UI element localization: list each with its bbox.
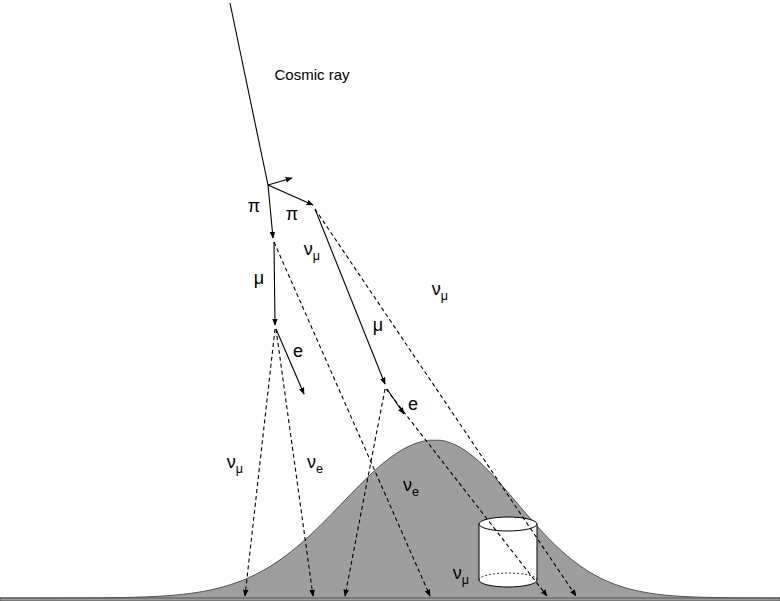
particle-label: e — [293, 342, 303, 362]
symbol: ν — [304, 239, 313, 259]
subscript: μ — [462, 573, 469, 587]
particle-label: π — [248, 197, 260, 217]
subscript: μ — [236, 462, 243, 476]
subscript: μ — [441, 289, 448, 303]
particle-label: e — [408, 395, 418, 415]
neutrino-track — [274, 242, 430, 596]
pion-track — [268, 185, 313, 205]
particle-label: μ — [254, 269, 264, 289]
fragment-track — [268, 178, 292, 185]
subscript: e — [316, 462, 323, 476]
ground-line — [0, 598, 780, 599]
detector-cylinder — [479, 517, 537, 587]
particle-label: π — [286, 205, 298, 225]
symbol: ν — [432, 279, 441, 299]
symbol: ν — [403, 475, 412, 495]
particle-label: νμ — [453, 564, 469, 587]
symbol: ν — [307, 452, 316, 472]
electron-track — [276, 329, 304, 394]
particle-label: νμ — [432, 280, 448, 303]
particle-label: νμ — [227, 453, 243, 476]
particle-label: νμ — [304, 240, 320, 263]
neutrino-track — [245, 329, 275, 596]
particle-label: νe — [307, 453, 323, 476]
particle-label: μ — [373, 316, 383, 336]
symbol: ν — [453, 563, 462, 583]
cosmic-ray-track — [230, 3, 268, 185]
symbol: ν — [227, 452, 236, 472]
neutrino-track — [345, 389, 385, 596]
muon-track — [274, 242, 275, 325]
subscript: μ — [313, 249, 320, 263]
mountain — [0, 440, 780, 601]
cosmic-ray-label: Cosmic ray — [274, 67, 349, 84]
subscript: e — [412, 485, 419, 499]
neutrino-track — [386, 389, 547, 596]
particle-label: νe — [403, 476, 419, 499]
pion-track — [268, 185, 273, 238]
neutrino-track — [315, 209, 576, 596]
